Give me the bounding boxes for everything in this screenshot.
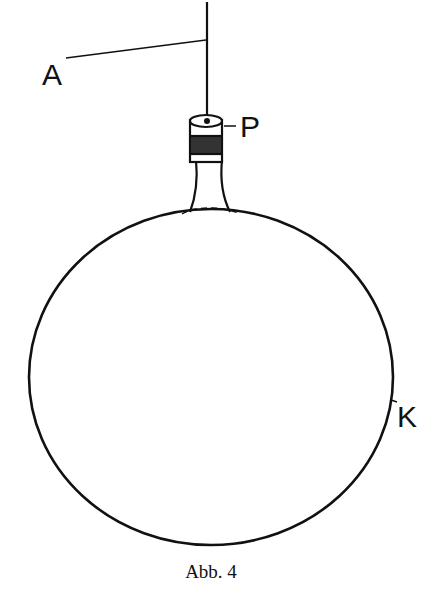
part-label: A — [42, 60, 62, 90]
glass-sphere — [29, 209, 393, 545]
neck-seal — [182, 208, 240, 214]
part-label: P — [240, 112, 260, 142]
figure-caption: Abb. 4 — [185, 562, 237, 581]
wire-entry — [204, 118, 210, 124]
leader-line — [224, 125, 236, 127]
flask-neck — [190, 160, 230, 212]
leader-line — [66, 40, 206, 58]
wire — [206, 2, 208, 124]
leader-line — [391, 400, 397, 402]
plug — [190, 115, 222, 162]
part-label: K — [397, 402, 417, 432]
